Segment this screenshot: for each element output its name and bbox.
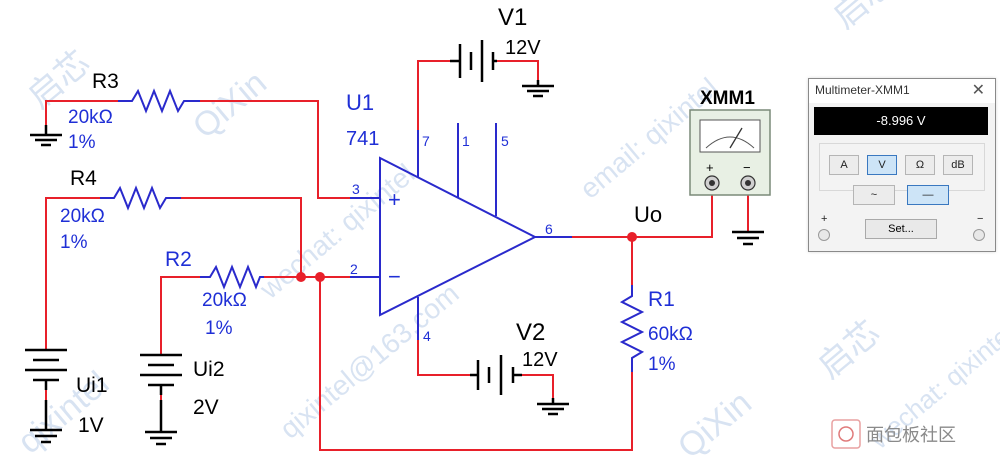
v2-ref: V2 bbox=[516, 319, 545, 346]
watermark: 启芯 bbox=[826, 0, 903, 36]
battery-v1[interactable] bbox=[450, 40, 497, 82]
terminal-minus-label: − bbox=[977, 213, 984, 225]
output-node-label: Uo bbox=[634, 202, 662, 227]
junction-dot bbox=[296, 272, 306, 282]
logo-text: 面包板社区 bbox=[866, 425, 956, 445]
resistor-r4[interactable] bbox=[100, 185, 181, 211]
r2-ref: R2 bbox=[165, 248, 192, 271]
v1-value: 12V bbox=[505, 37, 541, 59]
pin-label: 2 bbox=[350, 261, 358, 277]
multimeter-window[interactable]: Multimeter-XMM1 ✕ -8.996 V A V Ω dB ~ — … bbox=[808, 78, 996, 252]
ui2-ref: Ui2 bbox=[193, 358, 225, 381]
mode-voltmeter-button[interactable]: V bbox=[867, 155, 897, 175]
plus-sign: + bbox=[388, 187, 401, 212]
ground-icon bbox=[145, 400, 177, 446]
minus-sign: − bbox=[388, 264, 401, 289]
resistor-r1[interactable] bbox=[619, 285, 645, 372]
watermark: QiXin bbox=[671, 384, 759, 467]
r2-tolerance: 1% bbox=[205, 318, 233, 339]
watermark: 启芯 bbox=[811, 313, 888, 386]
meter-reading-display: -8.996 V bbox=[814, 107, 988, 135]
pin-label: 3 bbox=[352, 181, 360, 197]
junction-dot bbox=[315, 272, 325, 282]
r1-tolerance: 1% bbox=[648, 354, 676, 375]
r4-value: 20kΩ bbox=[60, 206, 105, 227]
battery-ui1[interactable] bbox=[25, 348, 67, 390]
r1-value: 60kΩ bbox=[648, 324, 693, 345]
site-logo: 面包板社区 bbox=[831, 419, 956, 449]
wires bbox=[45, 60, 749, 451]
dc-mode-button[interactable]: — bbox=[907, 185, 949, 205]
mode-ohmmeter-button[interactable]: Ω bbox=[905, 155, 935, 175]
set-button[interactable]: Set... bbox=[865, 219, 937, 239]
multimeter-symbol[interactable] bbox=[689, 109, 771, 196]
window-title: Multimeter-XMM1 bbox=[815, 83, 910, 97]
ground-icon bbox=[522, 80, 554, 98]
xmm1-ref: XMM1 bbox=[700, 88, 755, 109]
terminal-plus-label: + bbox=[821, 213, 828, 225]
watermark: 启芯 bbox=[21, 43, 98, 116]
pin-label: 6 bbox=[545, 221, 553, 237]
terminal-plus[interactable] bbox=[818, 229, 830, 241]
terminal-minus[interactable] bbox=[973, 229, 985, 241]
r3-value: 20kΩ bbox=[68, 107, 113, 128]
battery-v2[interactable] bbox=[470, 355, 522, 395]
close-icon[interactable]: ✕ bbox=[971, 82, 985, 99]
window-titlebar[interactable]: Multimeter-XMM1 ✕ bbox=[809, 79, 995, 103]
ground-icon bbox=[30, 125, 62, 147]
ac-mode-button[interactable]: ~ bbox=[853, 185, 895, 205]
pin-label: 1 bbox=[462, 133, 470, 149]
junction-dot bbox=[627, 232, 637, 242]
resistor-r2[interactable] bbox=[200, 264, 264, 290]
r4-ref: R4 bbox=[70, 167, 97, 190]
pin-label: 4 bbox=[423, 328, 431, 344]
op-amp-ref: U1 bbox=[346, 90, 374, 115]
watermark: qixintel@163.com bbox=[274, 278, 465, 445]
ui1-ref: Ui1 bbox=[76, 374, 108, 397]
r1-ref: R1 bbox=[648, 288, 675, 311]
r3-tolerance: 1% bbox=[68, 132, 96, 153]
ground-icon bbox=[30, 400, 62, 444]
r4-tolerance: 1% bbox=[60, 232, 88, 253]
r2-value: 20kΩ bbox=[202, 290, 247, 311]
ground-icon bbox=[732, 230, 764, 246]
pin-label: 5 bbox=[501, 133, 509, 149]
meter-plus-label: + bbox=[706, 160, 714, 175]
ui2-value: 2V bbox=[193, 396, 219, 419]
mode-db-button[interactable]: dB bbox=[943, 155, 973, 175]
r3-ref: R3 bbox=[92, 70, 119, 93]
pin-label: 7 bbox=[422, 133, 430, 149]
op-amp-part: 741 bbox=[346, 128, 379, 150]
meter-minus-label: − bbox=[743, 160, 751, 175]
ui1-value: 1V bbox=[78, 414, 104, 437]
v1-ref: V1 bbox=[498, 4, 527, 31]
v2-value: 12V bbox=[522, 349, 558, 371]
ground-icon bbox=[537, 398, 569, 416]
watermark: QiXin bbox=[186, 64, 274, 147]
resistor-r3[interactable] bbox=[118, 88, 200, 114]
mode-ammeter-button[interactable]: A bbox=[829, 155, 859, 175]
battery-ui2[interactable] bbox=[140, 353, 182, 395]
op-amp-u1[interactable]: + − 3 2 6 7 1 5 4 bbox=[350, 123, 572, 344]
